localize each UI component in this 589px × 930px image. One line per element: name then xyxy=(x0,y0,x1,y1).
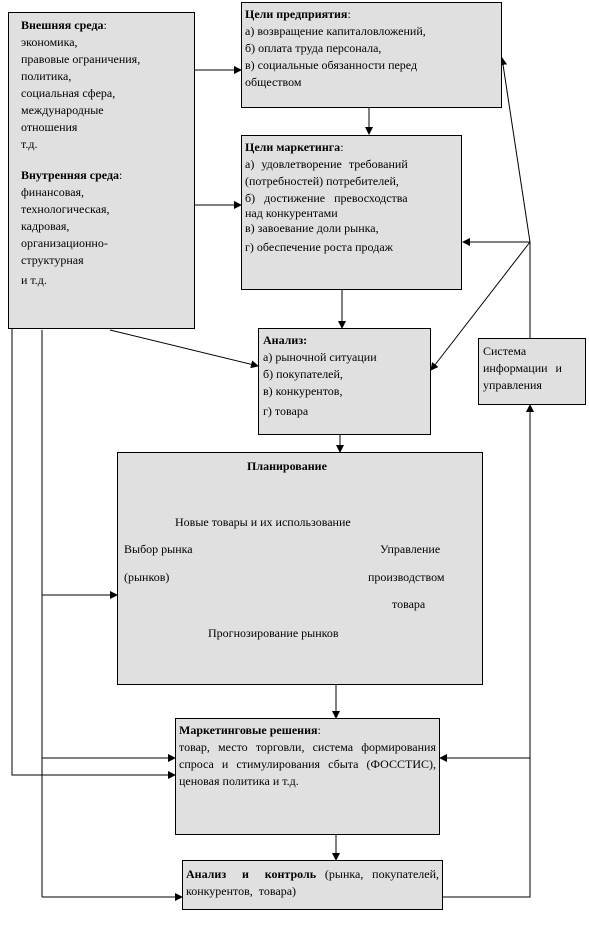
analysis-heading: Анализ: xyxy=(263,333,308,347)
analysis-item: б) покупателей, xyxy=(263,367,343,381)
control-text: Анализ и контроль (рынка, покупателей, к… xyxy=(186,867,440,898)
info-system-line: информации и xyxy=(483,361,562,375)
enterprise-goal-item: а) возвращение капиталовложений, xyxy=(245,24,426,38)
internal-item: организационно- xyxy=(21,236,108,250)
control-box: Анализ и контроль (рынка, покупателей, к… xyxy=(182,860,443,910)
internal-item: структурная xyxy=(21,253,84,267)
marketing-goal-item: б) достижение превосходства xyxy=(245,191,408,205)
external-heading: Внешняя среда: xyxy=(21,18,107,32)
enterprise-goals-heading: Цели предприятия: xyxy=(245,7,351,21)
marketing-goal-item: г) обеспечение роста продаж xyxy=(245,240,393,254)
external-item: политика, xyxy=(21,69,72,83)
analysis-item: г) товара xyxy=(263,404,309,418)
marketing-goal-item: в) завоевание доли рынка, xyxy=(245,221,379,235)
arrow-info-to-enterprise xyxy=(499,57,531,243)
external-item: отношения xyxy=(21,120,78,134)
analysis-box: Анализ: а) рыночной ситуации б) покупате… xyxy=(258,328,431,435)
planning-heading: Планирование xyxy=(247,459,327,473)
marketing-goals-box: Цели маркетинга: а) удовлетворение требо… xyxy=(241,135,462,290)
enterprise-goal-item: в) социальные обязанности перед xyxy=(245,58,418,72)
planning-forecasting: Прогнозирование рынков xyxy=(208,626,339,640)
arrow-env-to-analysis xyxy=(109,329,259,369)
enterprise-goal-item: обществом xyxy=(245,75,302,89)
external-item: правовые ограничения, xyxy=(21,52,141,66)
internal-item: финансовая, xyxy=(21,185,85,199)
info-system-line: управления xyxy=(483,378,542,392)
enterprise-goal-item: б) оплата труда персонала, xyxy=(245,41,382,55)
planning-market-choice-2: (рынков) xyxy=(124,570,170,584)
info-system-box: Система информации и управления xyxy=(478,338,586,405)
planning-market-choice: Выбор рынка xyxy=(124,542,193,556)
decisions-box: Маркетинговые решения: товар, место торг… xyxy=(175,718,440,835)
marketing-goals-heading: Цели маркетинга: xyxy=(245,140,344,154)
external-item: социальная сфера, xyxy=(21,86,116,100)
decisions-heading: Маркетинговые решения: xyxy=(179,723,321,737)
internal-item: кадровая, xyxy=(21,219,70,233)
external-item: международные xyxy=(21,103,104,117)
planning-production-2: производством xyxy=(368,570,445,584)
planning-production: Управление xyxy=(380,542,441,556)
marketing-goal-item: а) удовлетворение требований xyxy=(245,157,408,171)
planning-production-3: товара xyxy=(392,597,426,611)
marketing-goal-item: (потребностей) потребителей, xyxy=(245,174,399,188)
external-item: т.д. xyxy=(21,137,38,151)
internal-item: технологическая, xyxy=(21,202,110,216)
analysis-item: а) рыночной ситуации xyxy=(263,350,377,364)
enterprise-goals-box: Цели предприятия: а) возвращение капитал… xyxy=(241,2,502,108)
external-item: экономика, xyxy=(21,35,78,49)
environment-box: Внешняя среда: экономика, правовые огран… xyxy=(8,12,195,329)
planning-new-products: Новые товары и их использование xyxy=(175,515,351,529)
marketing-goal-item: над конкурентами xyxy=(245,206,338,220)
internal-heading: Внутренняя среда: xyxy=(21,168,123,182)
planning-box: Планирование Новые товары и их использов… xyxy=(117,452,483,685)
internal-item: и т.д. xyxy=(21,273,47,287)
analysis-item: в) конкурентов, xyxy=(263,384,343,398)
decisions-text: товар, место торговли, система формирова… xyxy=(179,740,436,788)
info-system-line: Система xyxy=(483,344,527,358)
